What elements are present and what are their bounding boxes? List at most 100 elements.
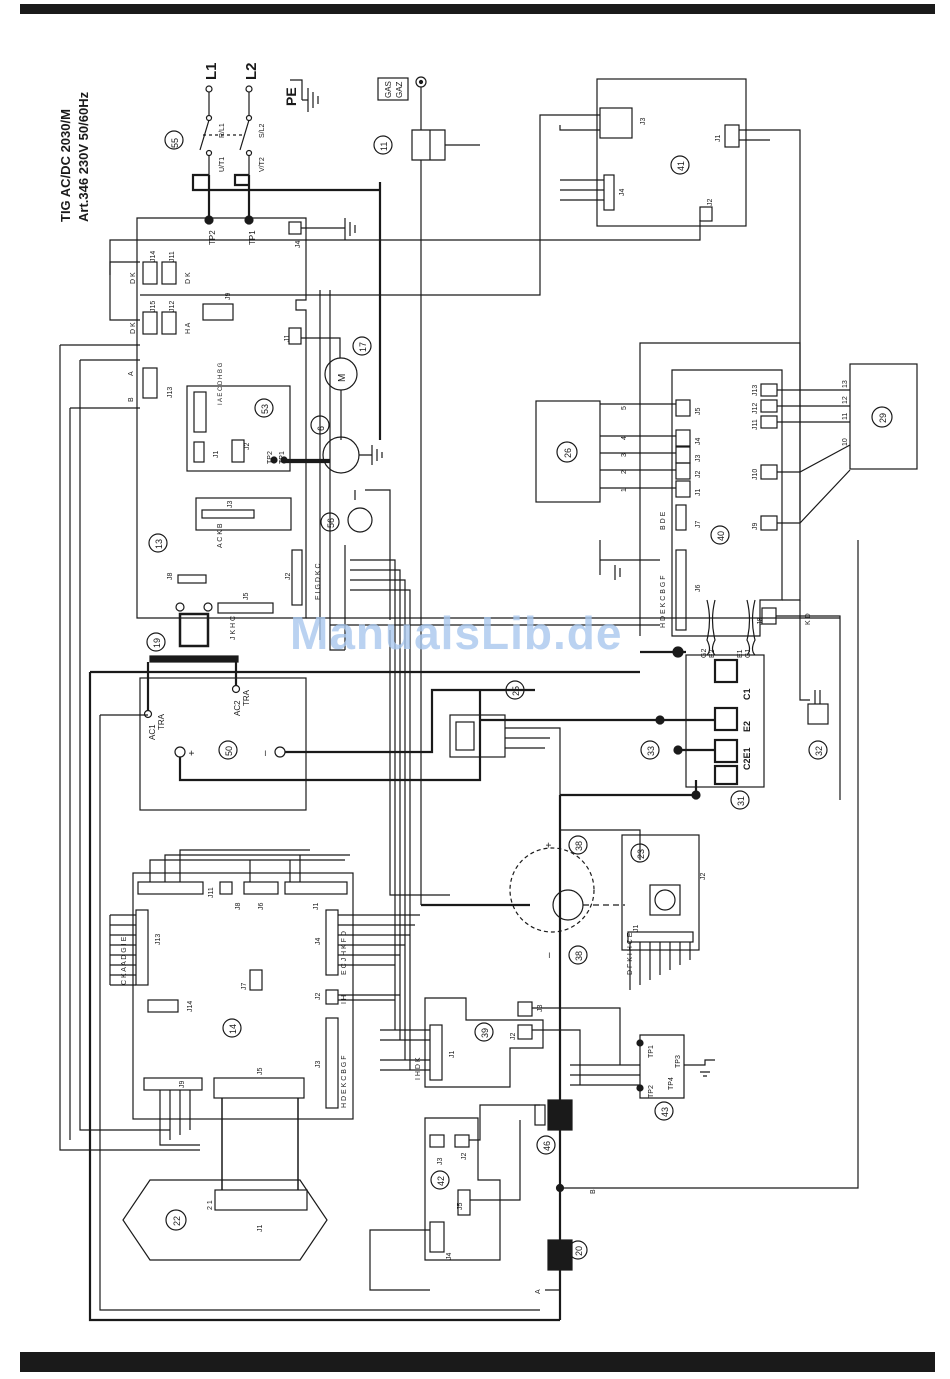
svg-text:J1: J1 <box>695 489 702 497</box>
svg-text:AC1: AC1 <box>148 724 157 740</box>
svg-text:J11: J11 <box>208 887 215 898</box>
svg-text:K D: K D <box>805 613 812 625</box>
svg-text:E I G D K C: E I G D K C <box>315 563 322 600</box>
svg-text:A: A <box>535 1289 542 1294</box>
svg-text:TP1: TP1 <box>648 1045 655 1058</box>
ref-53: 53 <box>260 404 270 414</box>
watermark: ManualsLib.de <box>290 607 623 659</box>
ref-40: 40 <box>716 531 726 541</box>
svg-text:GAZ: GAZ <box>395 81 404 98</box>
svg-text:H D E K C B G F: H D E K C B G F <box>660 575 667 628</box>
svg-text:J K H C: J K H C <box>230 616 237 640</box>
svg-text:B D E: B D E <box>660 511 667 530</box>
svg-text:J1: J1 <box>284 335 291 343</box>
chokes: 46 20 B A <box>534 540 859 1294</box>
gas-valve: GAS GAZ 11 <box>373 76 480 905</box>
svg-text:S/L2: S/L2 <box>259 123 266 138</box>
svg-text:J15: J15 <box>150 301 157 312</box>
svg-text:J12: J12 <box>169 301 176 312</box>
ref-25: 25 <box>511 686 521 696</box>
block-26: 26 5 4 3 2 1 <box>535 400 628 503</box>
svg-text:J4: J4 <box>695 438 702 446</box>
connector-22: 22 2 1 J1 <box>122 1179 328 1261</box>
ref-17: 17 <box>358 342 368 352</box>
ref-39: 39 <box>480 1028 490 1038</box>
svg-text:J9: J9 <box>752 523 759 531</box>
board-43: 43 TP1 TP2 TP3 TP4 <box>570 1034 715 1121</box>
interconnect-wires <box>59 261 840 1311</box>
svg-text:+: + <box>544 842 555 848</box>
svg-text:11: 11 <box>379 142 389 151</box>
terminal-l1 <box>205 85 213 93</box>
svg-text:J4: J4 <box>446 1253 453 1261</box>
torch-switch-56: 56 <box>320 489 391 620</box>
svg-text:J2: J2 <box>315 993 322 1001</box>
svg-text:J2: J2 <box>285 573 292 581</box>
ref-46: 46 <box>542 1141 552 1151</box>
svg-text:J5: J5 <box>457 1203 464 1211</box>
svg-text:J3: J3 <box>437 1158 444 1166</box>
svg-text:J13: J13 <box>155 934 162 945</box>
svg-text:J9: J9 <box>179 1081 186 1089</box>
svg-text:A: A <box>128 371 135 376</box>
svg-text:J13: J13 <box>167 387 174 398</box>
svg-text:J8: J8 <box>235 903 242 911</box>
svg-text:+: + <box>187 750 198 756</box>
svg-text:E1: E1 <box>737 649 744 658</box>
svg-text:TRA: TRA <box>157 713 166 730</box>
svg-text:J5: J5 <box>243 593 250 601</box>
svg-text:B: B <box>590 1189 597 1194</box>
ref-26: 26 <box>563 448 573 458</box>
board-53: 53 I A E C D H B G J2 J1 TP2 TP1 <box>186 362 291 472</box>
board-23: 23 J2 J1 D F K I H C E <box>621 834 707 990</box>
svg-text:J3: J3 <box>227 501 234 509</box>
svg-text:J7: J7 <box>241 983 248 991</box>
fan-and-thermal: M 17 6 <box>209 182 383 474</box>
svg-text:2 1: 2 1 <box>207 1200 214 1210</box>
svg-text:5: 5 <box>621 406 628 410</box>
svg-text:J3: J3 <box>640 118 647 126</box>
board-14: 14 J11 J8 J6 J1 J13 J4 J2 J3 J14 J7 J9 J… <box>109 849 420 1190</box>
igbt-module: C1 E2 C2E1 33 31 G2 E2 E1 G1 <box>480 599 765 830</box>
svg-text:J2: J2 <box>700 873 707 881</box>
terminal-l2 <box>245 85 253 93</box>
svg-text:J14: J14 <box>150 251 157 262</box>
svg-text:2: 2 <box>621 470 628 474</box>
mains-supply: L1 L2 PE R/L1 S/L2 U/T1 V/T2 55 <box>164 62 319 220</box>
svg-text:TP1: TP1 <box>248 230 257 245</box>
svg-text:J9: J9 <box>225 293 232 301</box>
svg-text:J12: J12 <box>752 403 759 414</box>
svg-text:E2: E2 <box>742 721 752 732</box>
sensor-32: 32 <box>799 600 829 760</box>
bottom-border-bar <box>20 1352 935 1372</box>
svg-text:J2: J2 <box>695 471 702 479</box>
svg-text:11: 11 <box>842 413 849 420</box>
ref-23: 23 <box>636 849 646 859</box>
ref-43: 43 <box>660 1107 670 1117</box>
svg-text:4: 4 <box>621 436 628 440</box>
svg-text:J6: J6 <box>258 903 265 911</box>
ref-32: 32 <box>814 746 824 756</box>
svg-text:G2: G2 <box>701 649 708 658</box>
title-line-1: TIG AC/DC 2030/M <box>58 109 73 222</box>
svg-text:E2: E2 <box>709 649 716 658</box>
svg-text:H D E K C B G F: H D E K C B G F <box>341 1055 348 1108</box>
svg-text:TRA: TRA <box>242 689 251 706</box>
title-line-2: Art.346 230V 50/60Hz <box>76 91 91 222</box>
svg-text:12: 12 <box>842 396 849 404</box>
board-40: 40 J5 J4 J3 J2 J1 J7 J6 H D E K C B G F … <box>599 342 851 800</box>
svg-text:–: – <box>544 952 555 958</box>
svg-text:M: M <box>337 374 348 382</box>
label-l1: L1 <box>203 62 220 80</box>
svg-text:–: – <box>260 750 271 756</box>
svg-text:TP2: TP2 <box>208 230 217 245</box>
svg-text:J5: J5 <box>695 408 702 416</box>
svg-text:J10: J10 <box>752 469 759 480</box>
svg-text:J13: J13 <box>752 385 759 396</box>
svg-text:J2: J2 <box>707 199 714 207</box>
svg-text:A C K B: A C K B <box>217 523 224 548</box>
ref-22: 22 <box>172 1216 182 1226</box>
svg-text:J1: J1 <box>257 1225 264 1233</box>
